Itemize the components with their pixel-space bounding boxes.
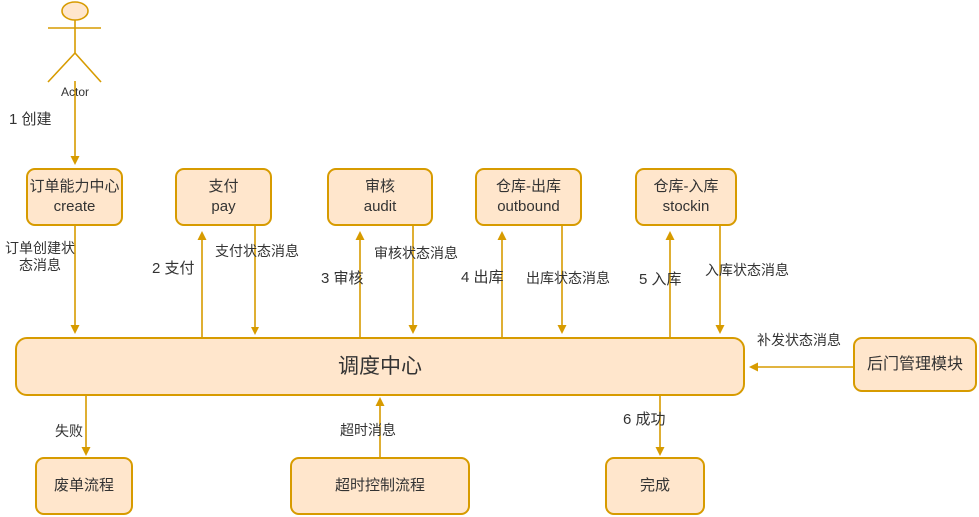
edge-label-create-cmd: 1 创建: [9, 111, 52, 128]
node-dispatch-center-title: 调度中心: [338, 354, 422, 378]
edge-label-stockin-cmd: 5 入库: [639, 271, 682, 288]
node-audit-subtitle: audit: [363, 198, 397, 215]
node-pay-subtitle: pay: [211, 198, 236, 215]
edge-label-create-status: 订单创建状态消息: [5, 240, 75, 273]
node-done-title: 完成: [639, 477, 670, 494]
node-done: 完成: [605, 457, 705, 515]
node-stockin-subtitle: stockin: [662, 198, 710, 215]
node-stockin: 仓库-入库 stockin: [635, 168, 737, 226]
edge-label-pay-status: 支付状态消息: [215, 243, 299, 259]
node-backdoor-module-title: 后门管理模块: [866, 355, 963, 373]
node-audit-title: 审核: [364, 178, 395, 195]
edge-label-stockin-status: 入库状态消息: [705, 262, 789, 278]
node-timeout-flow: 超时控制流程: [290, 457, 470, 515]
edge-create-to-dispatch: [70, 226, 80, 334]
edge-dispatch-to-stockin: [665, 231, 675, 337]
node-pay-title: 支付: [208, 178, 239, 195]
edge-audit-to-dispatch: [408, 226, 418, 334]
actor-icon: [47, 1, 102, 83]
edge-outbound-to-dispatch: [557, 226, 567, 334]
node-stockin-title: 仓库-入库: [653, 178, 719, 195]
edge-actor-to-create: [70, 81, 80, 165]
edge-dispatch-to-audit: [355, 231, 365, 337]
actor-label: Actor: [61, 85, 90, 99]
edge-label-outbound-status: 出库状态消息: [526, 270, 610, 286]
node-order-center-subtitle: create: [53, 198, 96, 215]
edge-label-outbound-cmd: 4 出库: [461, 269, 504, 286]
edge-label-resend-status: 补发状态消息: [757, 332, 841, 348]
node-outbound-title: 仓库-出库: [496, 178, 561, 195]
node-audit: 审核 audit: [327, 168, 433, 226]
node-order-center-title: 订单能力中心: [29, 178, 120, 195]
edge-dispatch-to-outbound: [497, 231, 507, 337]
edge-label-success: 6 成功: [623, 411, 666, 428]
edge-label-fail: 失败: [55, 423, 83, 439]
edge-dispatch-to-cancel: [81, 396, 91, 456]
edge-dispatch-to-pay: [197, 231, 207, 337]
edge-pay-to-dispatch: [251, 226, 259, 335]
node-outbound: 仓库-出库 outbound: [475, 168, 582, 226]
node-timeout-flow-title: 超时控制流程: [334, 477, 425, 494]
node-backdoor-module: 后门管理模块: [853, 337, 977, 392]
node-outbound-subtitle: outbound: [497, 198, 560, 215]
edge-label-pay-cmd: 2 支付: [152, 260, 195, 277]
edge-label-timeout: 超时消息: [340, 422, 396, 438]
edge-timeout-to-dispatch: [375, 397, 385, 457]
node-cancel-flow-title: 废单流程: [53, 477, 114, 494]
edge-label-audit-status: 审核状态消息: [374, 245, 458, 261]
node-order-center: 订单能力中心 create: [26, 168, 123, 226]
node-pay: 支付 pay: [175, 168, 272, 226]
edge-backdoor-to-dispatch: [749, 362, 853, 372]
edge-stockin-to-dispatch: [715, 226, 725, 334]
node-dispatch-center: 调度中心: [15, 337, 745, 396]
node-cancel-flow: 废单流程: [35, 457, 133, 515]
edge-dispatch-to-done: [655, 396, 665, 456]
edge-label-audit-cmd: 3 审核: [321, 270, 364, 287]
